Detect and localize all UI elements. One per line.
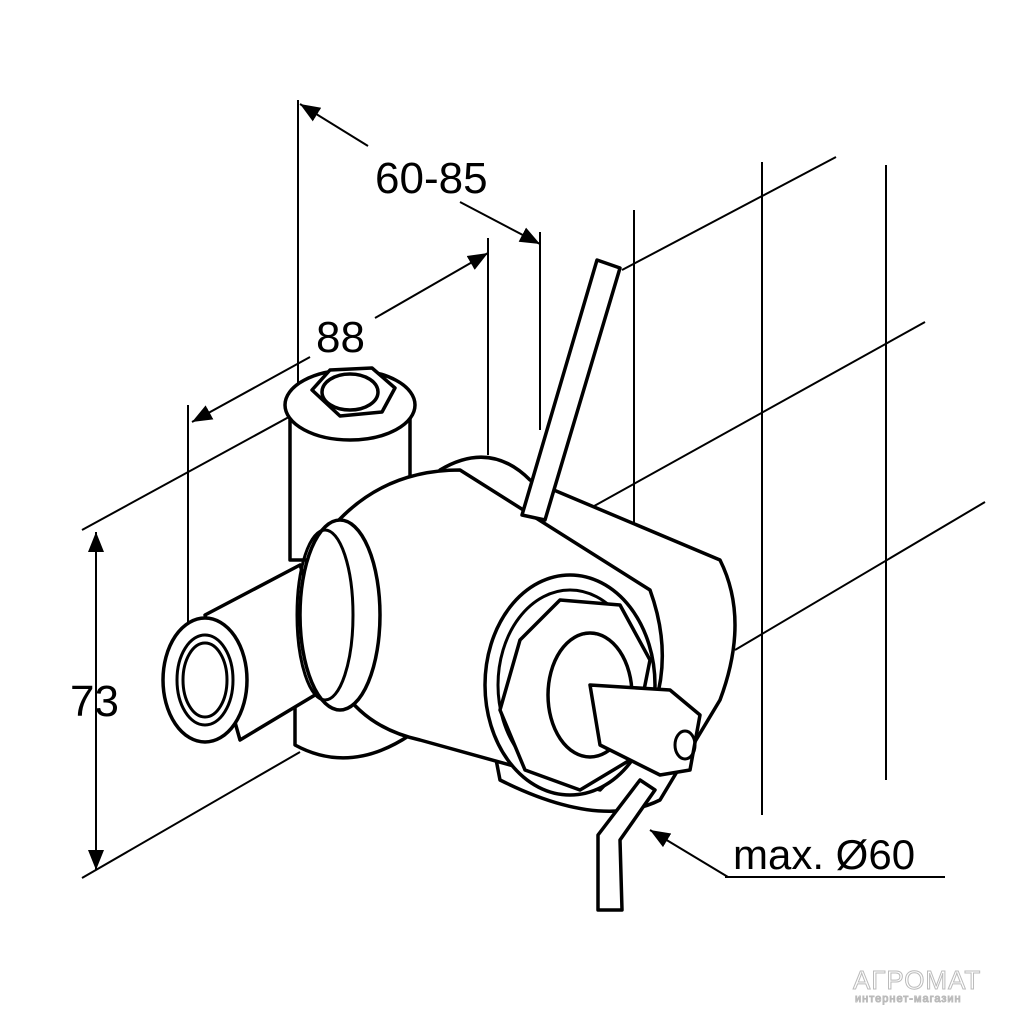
dimension-arrows bbox=[88, 103, 729, 878]
extension-lines bbox=[81, 100, 986, 879]
watermark-subtitle: интернет-магазин bbox=[855, 993, 962, 1006]
dimension-height: 73 bbox=[70, 677, 119, 726]
dimension-max-diameter: max. Ø60 bbox=[733, 831, 916, 878]
dimension-depth-range: 60-85 bbox=[375, 154, 488, 203]
valve-body bbox=[161, 258, 737, 912]
dimension-length: 88 bbox=[316, 313, 365, 362]
watermark-brand: АГРОМАТ bbox=[852, 965, 982, 996]
